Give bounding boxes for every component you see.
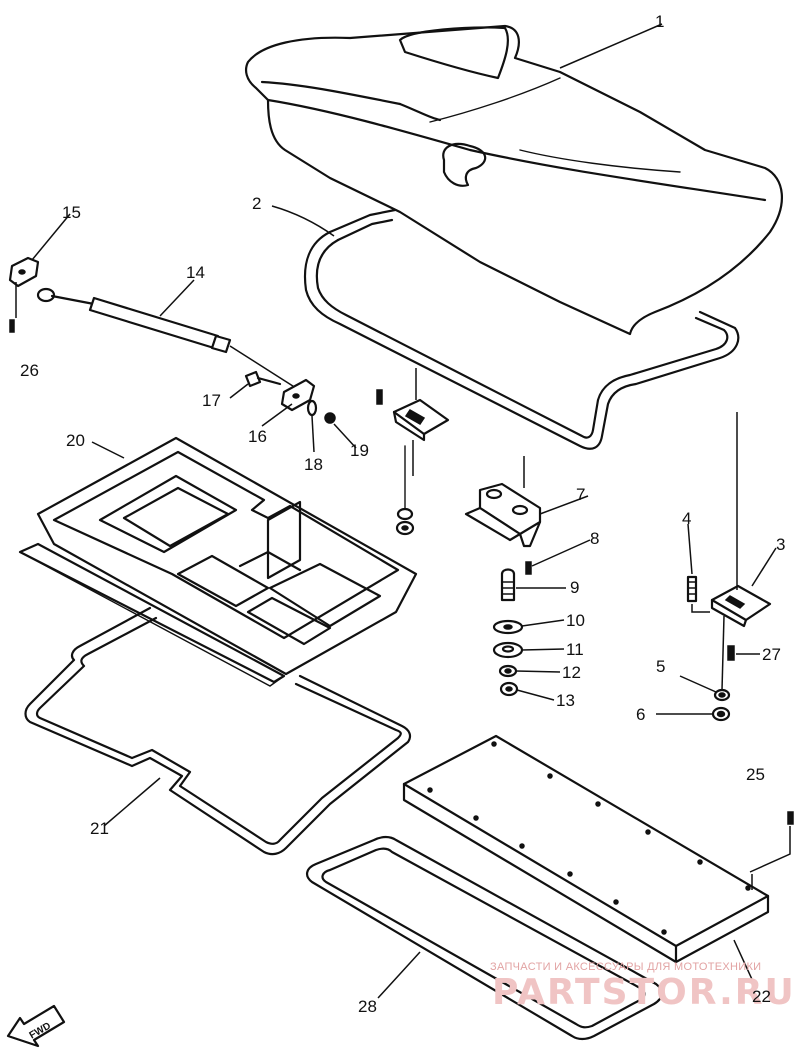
callout-15: 15 xyxy=(62,203,81,222)
callout-12: 12 xyxy=(562,663,581,682)
pin-8 xyxy=(525,561,532,575)
washer-18 xyxy=(306,399,318,417)
callout-20: 20 xyxy=(66,431,85,450)
callout-2: 2 xyxy=(252,194,261,213)
callout-27: 27 xyxy=(762,645,781,664)
nut-19 xyxy=(324,412,336,424)
gas-strut xyxy=(36,287,297,389)
callout-6: 6 xyxy=(636,705,645,724)
leader-lines xyxy=(31,23,777,999)
callout-26: 26 xyxy=(20,361,39,380)
callout-25: 25 xyxy=(746,765,765,784)
strut-bracket-rear xyxy=(280,378,316,412)
base-gasket xyxy=(306,835,663,1041)
forward-arrow-icon: FWD xyxy=(6,1004,66,1048)
seat-base-board xyxy=(402,734,770,964)
seat-frame xyxy=(304,208,740,450)
callout-13: 13 xyxy=(556,691,575,710)
callout-17: 17 xyxy=(202,391,221,410)
screw-25 xyxy=(749,811,794,873)
hinge-bracket-center xyxy=(376,368,450,536)
callout-18: 18 xyxy=(304,455,323,474)
hinge-bracket-right xyxy=(710,412,772,691)
screw-27 xyxy=(727,645,735,661)
callout-21: 21 xyxy=(90,819,109,838)
callout-7: 7 xyxy=(576,485,585,504)
callout-1: 1 xyxy=(655,12,664,31)
storage-tray xyxy=(18,436,418,687)
screw-26 xyxy=(9,282,17,333)
callout-4: 4 xyxy=(682,509,691,528)
callout-9: 9 xyxy=(570,578,579,597)
tray-gasket xyxy=(24,606,412,856)
bolt-4 xyxy=(686,575,710,613)
callout-5: 5 xyxy=(656,657,665,676)
watermark: ЗАПЧАСТИ И АКСЕССУАРЫ ДЛЯ МОТОТЕХНИКИ PA… xyxy=(490,961,796,1013)
nut-6 xyxy=(711,706,731,722)
watermark-brand: PARTSTOR.RU xyxy=(492,972,796,1013)
callout-14: 14 xyxy=(186,263,205,282)
callout-16: 16 xyxy=(248,427,267,446)
striker-9 xyxy=(500,568,516,602)
callout-labels: 1 2 3 4 5 6 7 8 9 10 11 12 13 14 15 16 1… xyxy=(20,12,785,1016)
seat-cushion xyxy=(245,24,783,336)
bolt-17 xyxy=(244,370,282,388)
callout-22: 22 xyxy=(752,987,771,1006)
callout-11: 11 xyxy=(566,640,584,659)
latch-catch xyxy=(464,456,542,548)
nut-13 xyxy=(499,681,519,697)
callout-3: 3 xyxy=(776,535,785,554)
nut-12 xyxy=(498,664,518,678)
washer-11 xyxy=(492,641,524,659)
nut-5 xyxy=(713,688,731,702)
callout-19: 19 xyxy=(350,441,369,460)
strut-bracket-left xyxy=(8,256,40,288)
callout-8: 8 xyxy=(590,529,599,548)
watermark-tagline: ЗАПЧАСТИ И АКСЕССУАРЫ ДЛЯ МОТОТЕХНИКИ xyxy=(490,961,761,973)
washer-10 xyxy=(492,619,524,635)
callout-10: 10 xyxy=(566,611,585,630)
callout-28: 28 xyxy=(358,997,377,1016)
